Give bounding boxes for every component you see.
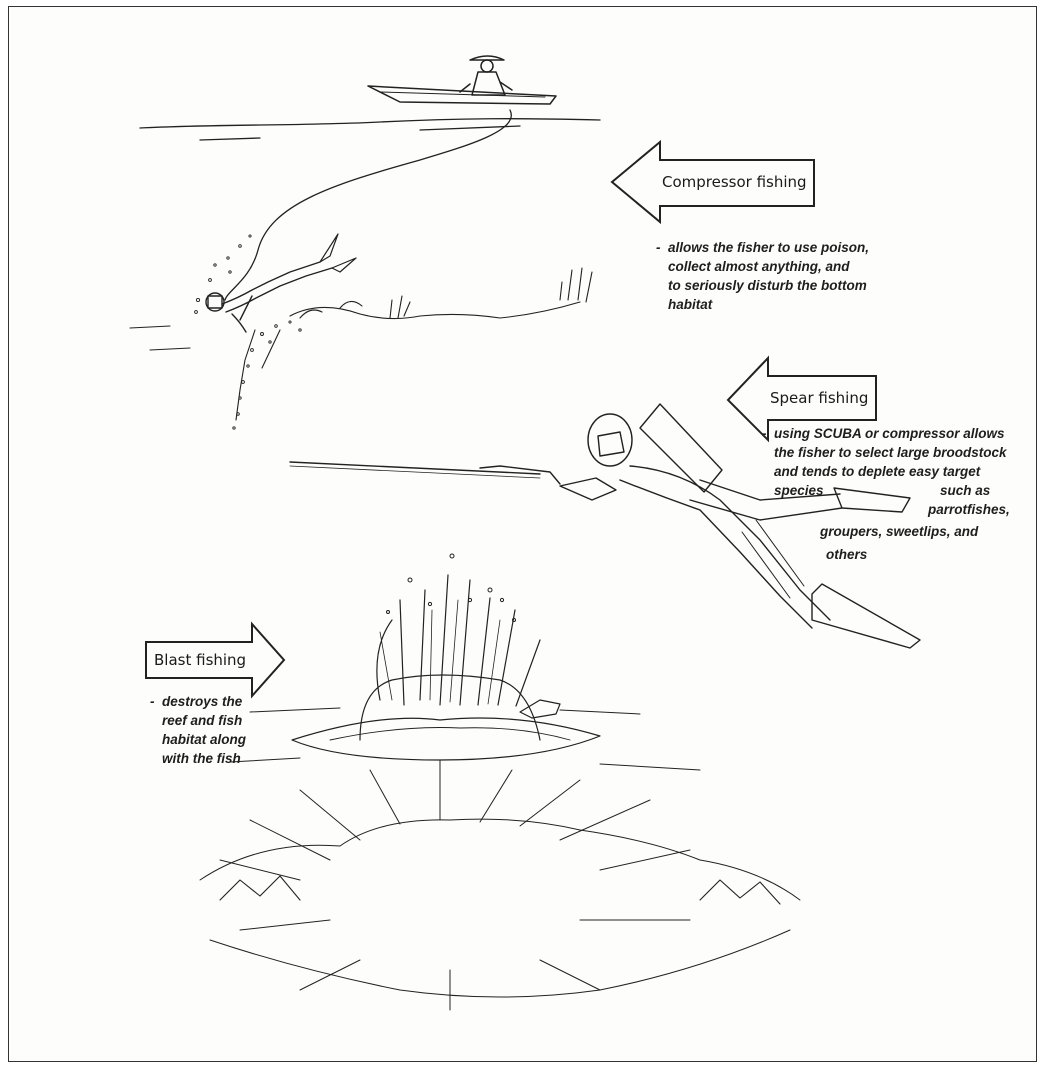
compressor-diver xyxy=(206,234,356,332)
reef-bottom-top xyxy=(130,268,592,420)
spear-description: - using SCUBA or compressor allows the f… xyxy=(774,424,1007,481)
silt-cloud xyxy=(233,321,301,429)
blast-fishing-label: Blast fishing xyxy=(154,651,246,669)
spear-species-word: species xyxy=(774,481,824,500)
blast-dash: - xyxy=(150,692,155,711)
debris-specks xyxy=(387,554,516,622)
spear-line: and tends to deplete easy target xyxy=(774,462,1007,481)
spear-fishing-label: Spear fishing xyxy=(770,389,868,407)
blast-line: reef and fish xyxy=(162,711,246,730)
spear-line: others xyxy=(826,545,867,564)
spear-line: parrotfishes, xyxy=(928,500,1010,519)
boat-with-fisher xyxy=(368,56,556,104)
spear-line: using SCUBA or compressor allows xyxy=(774,424,1007,443)
blast-line: habitat along xyxy=(162,730,246,749)
blast-line: with the fish xyxy=(162,749,246,768)
compressor-hose xyxy=(225,110,511,300)
compressor-fishing-label: Compressor fishing xyxy=(662,173,807,191)
compressor-line: habitat xyxy=(668,295,869,314)
compressor-description: - allows the fisher to use poison, colle… xyxy=(668,238,869,314)
blast-line: destroys the xyxy=(162,692,246,711)
sea-surface-line xyxy=(140,119,600,140)
spear-dash: - xyxy=(762,424,767,443)
compressor-line: to seriously disturb the bottom xyxy=(668,276,869,295)
compressor-line: collect almost anything, and xyxy=(668,257,869,276)
damaged-reef xyxy=(200,760,800,1010)
seabed-surface xyxy=(230,708,700,770)
blast-description: - destroys the reef and fish habitat alo… xyxy=(162,692,246,768)
underwater-explosion xyxy=(292,575,600,760)
compressor-line: allows the fisher to use poison, xyxy=(668,238,869,257)
spear-line: the fisher to select large broodstock xyxy=(774,443,1007,462)
spear-line: such as xyxy=(940,481,990,500)
spear-line: groupers, sweetlips, and xyxy=(820,522,978,541)
bubbles-left xyxy=(195,235,251,314)
compressor-dash: - xyxy=(656,238,661,257)
spear-gun xyxy=(290,462,560,484)
